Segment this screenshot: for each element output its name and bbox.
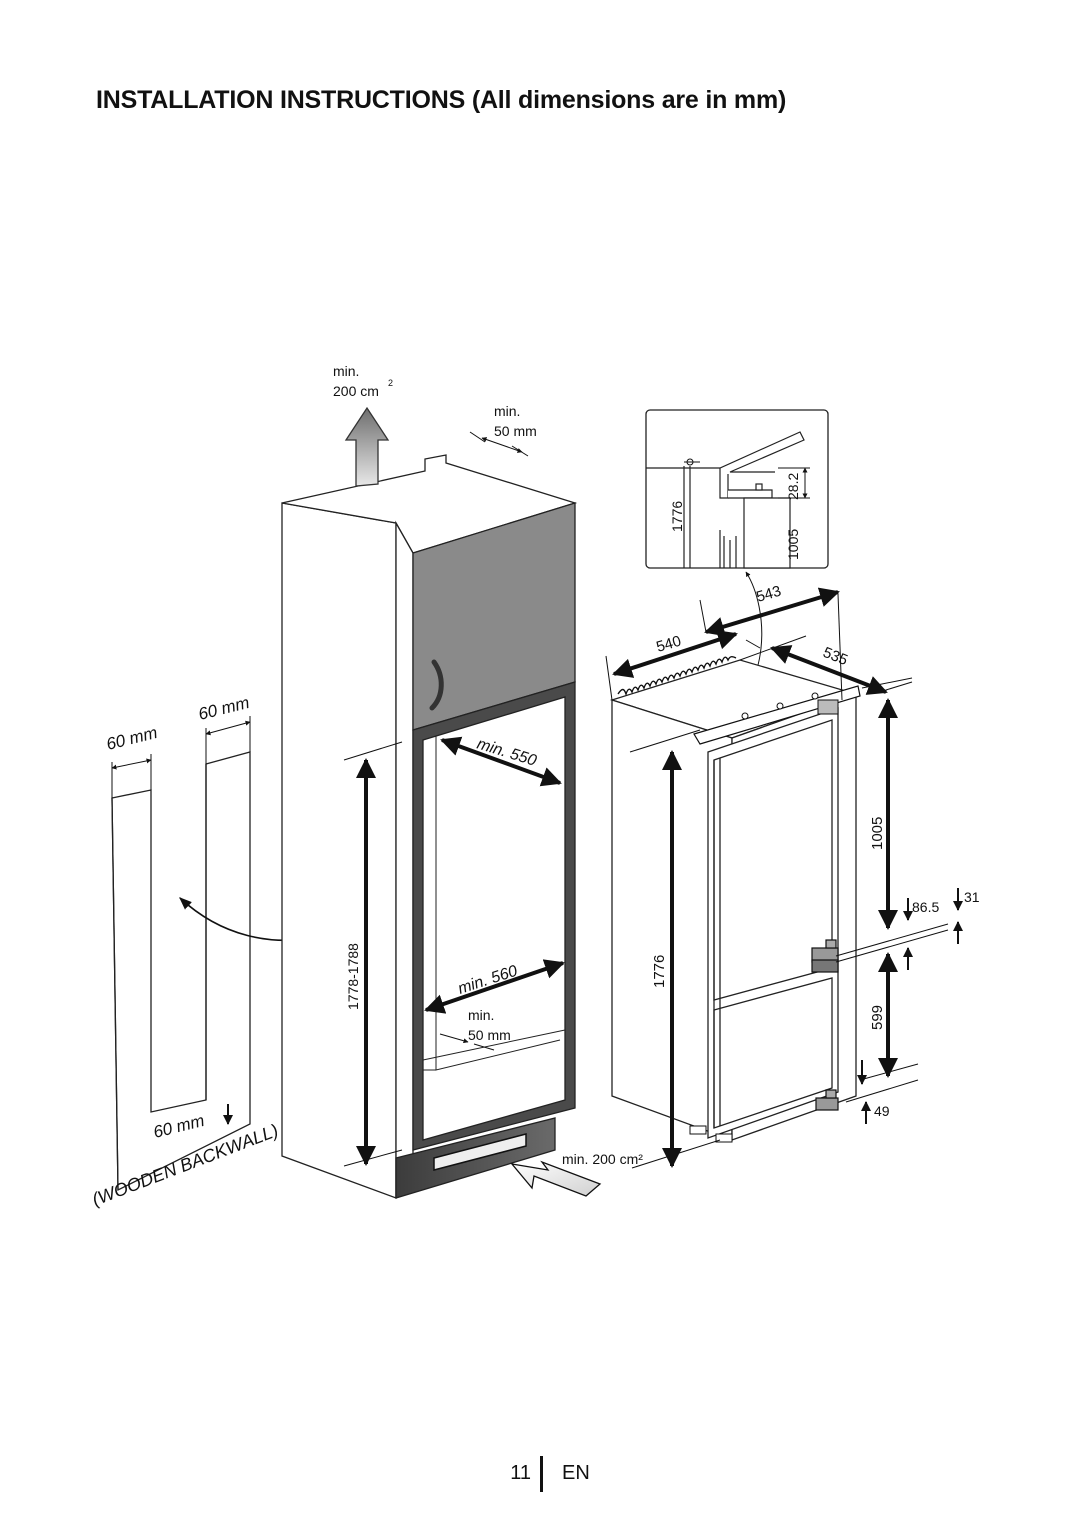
appliance-width-label: 540 (654, 633, 683, 656)
hinge-detail-inset: 1776 28.2 1005 (645, 409, 829, 569)
bottom-hinge-offset-label: 49 (874, 1103, 890, 1119)
top-vent-arrow-icon (344, 406, 390, 487)
footer-divider (540, 1456, 543, 1492)
detail-height-label: 1776 (669, 501, 685, 532)
upper-door-height-label: 1005 (869, 817, 886, 850)
detail-upper-door-label: 1005 (785, 529, 801, 560)
top-gap-dimension (469, 431, 529, 457)
backwall-width-right-label: 60 mm (196, 693, 251, 724)
plinth-vent-slot (433, 1133, 527, 1171)
fridge-feet (689, 1125, 733, 1143)
page-footer: 11 EN (0, 1456, 1080, 1496)
bottom-gap-label-2: 50 mm (468, 1027, 511, 1043)
niche-width-arrow (424, 959, 565, 1014)
page-title: INSTALLATION INSTRUCTIONS (All dimension… (96, 86, 786, 115)
lower-door-height-label: 599 (869, 1005, 886, 1030)
appliance-height-label: 1776 (651, 955, 668, 988)
title-main: INSTALLATION INSTRUCTIONS (96, 86, 466, 114)
bottom-hinge (815, 1089, 839, 1111)
hinge-offset-1-label: 86.5 (912, 899, 939, 915)
kitchen-cabinet (281, 454, 578, 1199)
top-vent-label-sup: 2 (388, 378, 393, 388)
bottom-gap-dimension (439, 1033, 495, 1051)
middle-hinge (811, 923, 949, 973)
title-units-note: (All dimensions are in mm) (471, 86, 787, 114)
hinge-offset-2-label: 31 (964, 889, 980, 905)
niche-depth-arrow (440, 736, 562, 787)
page-number: 11 (510, 1462, 531, 1484)
appliance-depth-label: 543 (754, 583, 783, 606)
backwall-dimension-marks (111, 716, 251, 1125)
top-vent-label-1: min. (333, 363, 359, 379)
bottom-gap-label-1: min. (468, 1007, 494, 1023)
detail-top-offset-label: 28.2 (785, 473, 801, 500)
top-vent-label-2: 200 cm (333, 383, 379, 399)
language-code: EN (562, 1462, 590, 1484)
backwall-width-left-label: 60 mm (104, 723, 159, 754)
bottom-vent-arrow-icon (510, 1160, 602, 1197)
cabinet-door-handle (429, 659, 444, 711)
bottom-vent-label: min. 200 cm² (562, 1151, 643, 1167)
niche-height-dimension (343, 741, 403, 1167)
appliance-dimension-lines (605, 587, 963, 1169)
top-gap-label-1: min. (494, 403, 520, 419)
appliance-side-label: 535 (821, 644, 851, 669)
top-gap-label-2: 50 mm (494, 423, 537, 439)
top-hinge-screws (741, 692, 839, 720)
niche-height-label: 1778-1788 (345, 943, 361, 1010)
